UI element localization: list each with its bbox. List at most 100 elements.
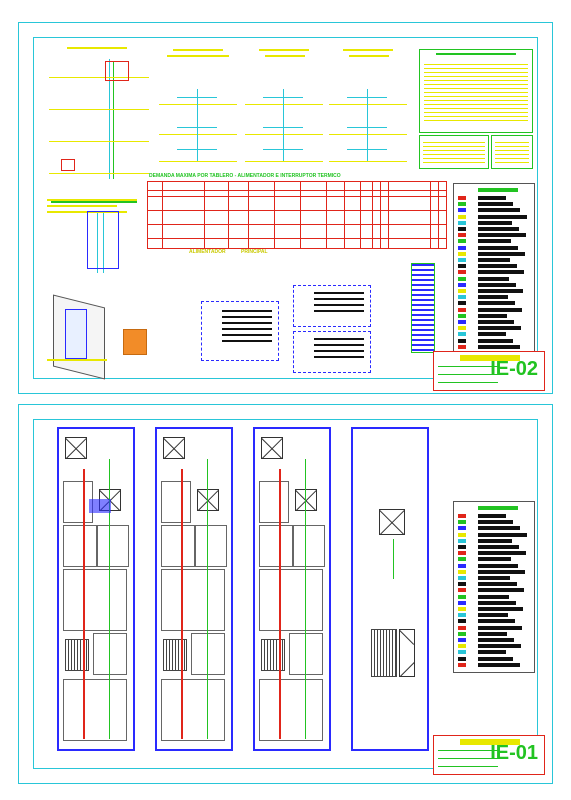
legend-symbol <box>458 239 466 244</box>
legend-text <box>478 563 518 568</box>
legend-symbol <box>458 563 466 568</box>
schematic-1 <box>159 49 239 169</box>
legend-text <box>478 613 508 618</box>
legend-text <box>478 344 520 349</box>
legend-text <box>478 276 509 281</box>
legend-text <box>478 258 510 262</box>
legend-symbol <box>458 233 466 238</box>
legend-text <box>478 264 517 269</box>
legend-symbol <box>458 607 466 611</box>
legend-symbol <box>458 545 466 549</box>
legend-text <box>478 239 511 244</box>
legend-text <box>478 631 507 636</box>
legend-text <box>478 289 523 293</box>
legend-symbol <box>458 569 466 574</box>
max-demand-table <box>147 181 447 249</box>
floor-plan-3 <box>253 427 331 751</box>
legend-symbol <box>458 307 466 312</box>
legend-text <box>478 644 521 649</box>
legend-symbol <box>458 220 466 225</box>
legend-text <box>478 202 513 207</box>
legend-symbol <box>458 258 466 262</box>
legend-text <box>478 270 524 275</box>
legend-text <box>478 520 513 525</box>
legend-symbol <box>458 538 466 543</box>
legend-symbol <box>458 208 466 213</box>
legend-text <box>478 619 515 624</box>
legend-symbol <box>458 313 466 318</box>
legend-text <box>478 582 517 587</box>
legend-text <box>478 662 520 667</box>
legend-symbol <box>458 344 466 349</box>
legend-symbol <box>458 638 466 642</box>
legend-text <box>478 214 527 219</box>
legend-text <box>478 233 526 238</box>
legend-symbol <box>458 594 466 599</box>
legend-symbol <box>458 320 466 324</box>
notes-box-small-2 <box>491 135 533 169</box>
floor-plan-1 <box>57 427 135 751</box>
single-line-diagram <box>201 301 279 361</box>
legend-text <box>478 638 514 642</box>
legend-symbol <box>458 588 466 593</box>
legend-symbol <box>458 301 466 306</box>
general-notes-box <box>419 49 533 133</box>
schematic-3 <box>329 49 409 169</box>
legend-symbol <box>458 282 466 287</box>
legend-text <box>478 594 509 599</box>
legend-text <box>478 196 506 200</box>
floor-plan-2 <box>155 427 233 751</box>
max-demand-title: DEMANDA MAXIMA POR TABLERO - ALIMENTADOR… <box>149 173 341 179</box>
legend-text <box>478 332 506 337</box>
legend-text <box>478 313 507 318</box>
legend-text <box>478 514 506 518</box>
legend-symbol <box>458 326 466 331</box>
legend-symbol <box>458 619 466 624</box>
title-block-bottom: IE-01 <box>433 735 545 775</box>
schematic-2 <box>245 49 325 169</box>
notes-box-small-1 <box>419 135 489 169</box>
wall-detail <box>47 201 143 380</box>
legend-symbol <box>458 251 466 256</box>
sheet-border <box>33 419 538 769</box>
legend-text <box>478 656 513 661</box>
floor-plan-roof <box>351 427 429 751</box>
legend-symbol <box>458 551 466 556</box>
sheet-ie-01: IE-01 <box>18 404 553 784</box>
legend-text <box>478 307 522 312</box>
legend-symbol <box>458 332 466 337</box>
sheet-code-bottom: IE-01 <box>490 742 538 764</box>
legend-text <box>478 227 519 231</box>
legend-text <box>478 551 526 556</box>
legend-symbol <box>458 196 466 200</box>
single-line-diagram-2 <box>293 285 371 327</box>
panel-board-detail <box>123 329 147 355</box>
legend-symbol <box>458 625 466 630</box>
legend-symbol <box>458 295 466 300</box>
legend-text <box>478 576 510 580</box>
legend-symbol <box>458 650 466 655</box>
legend-text <box>478 538 512 543</box>
legend-bottom <box>453 501 535 673</box>
riser-diagram <box>47 47 157 213</box>
legend-symbol <box>458 289 466 293</box>
legend-symbol <box>458 613 466 618</box>
legend-text <box>478 600 516 605</box>
legend-symbol <box>458 276 466 281</box>
legend-symbol <box>458 582 466 587</box>
alimentador-label: ALIMENTADOR <box>189 249 226 255</box>
legend-text <box>478 650 506 655</box>
legend-text <box>478 526 520 531</box>
legend-text <box>478 320 514 324</box>
legend-text <box>478 251 525 256</box>
legend-text <box>478 557 511 562</box>
legend-text <box>478 220 512 225</box>
legend-text <box>478 326 521 331</box>
legend-symbol <box>458 576 466 580</box>
legend-symbol <box>458 214 466 219</box>
legend-symbol <box>458 526 466 531</box>
legend-symbol <box>458 264 466 269</box>
sheet-code-top: IE-02 <box>490 358 538 380</box>
legend-symbol <box>458 631 466 636</box>
legend-text <box>478 282 516 287</box>
